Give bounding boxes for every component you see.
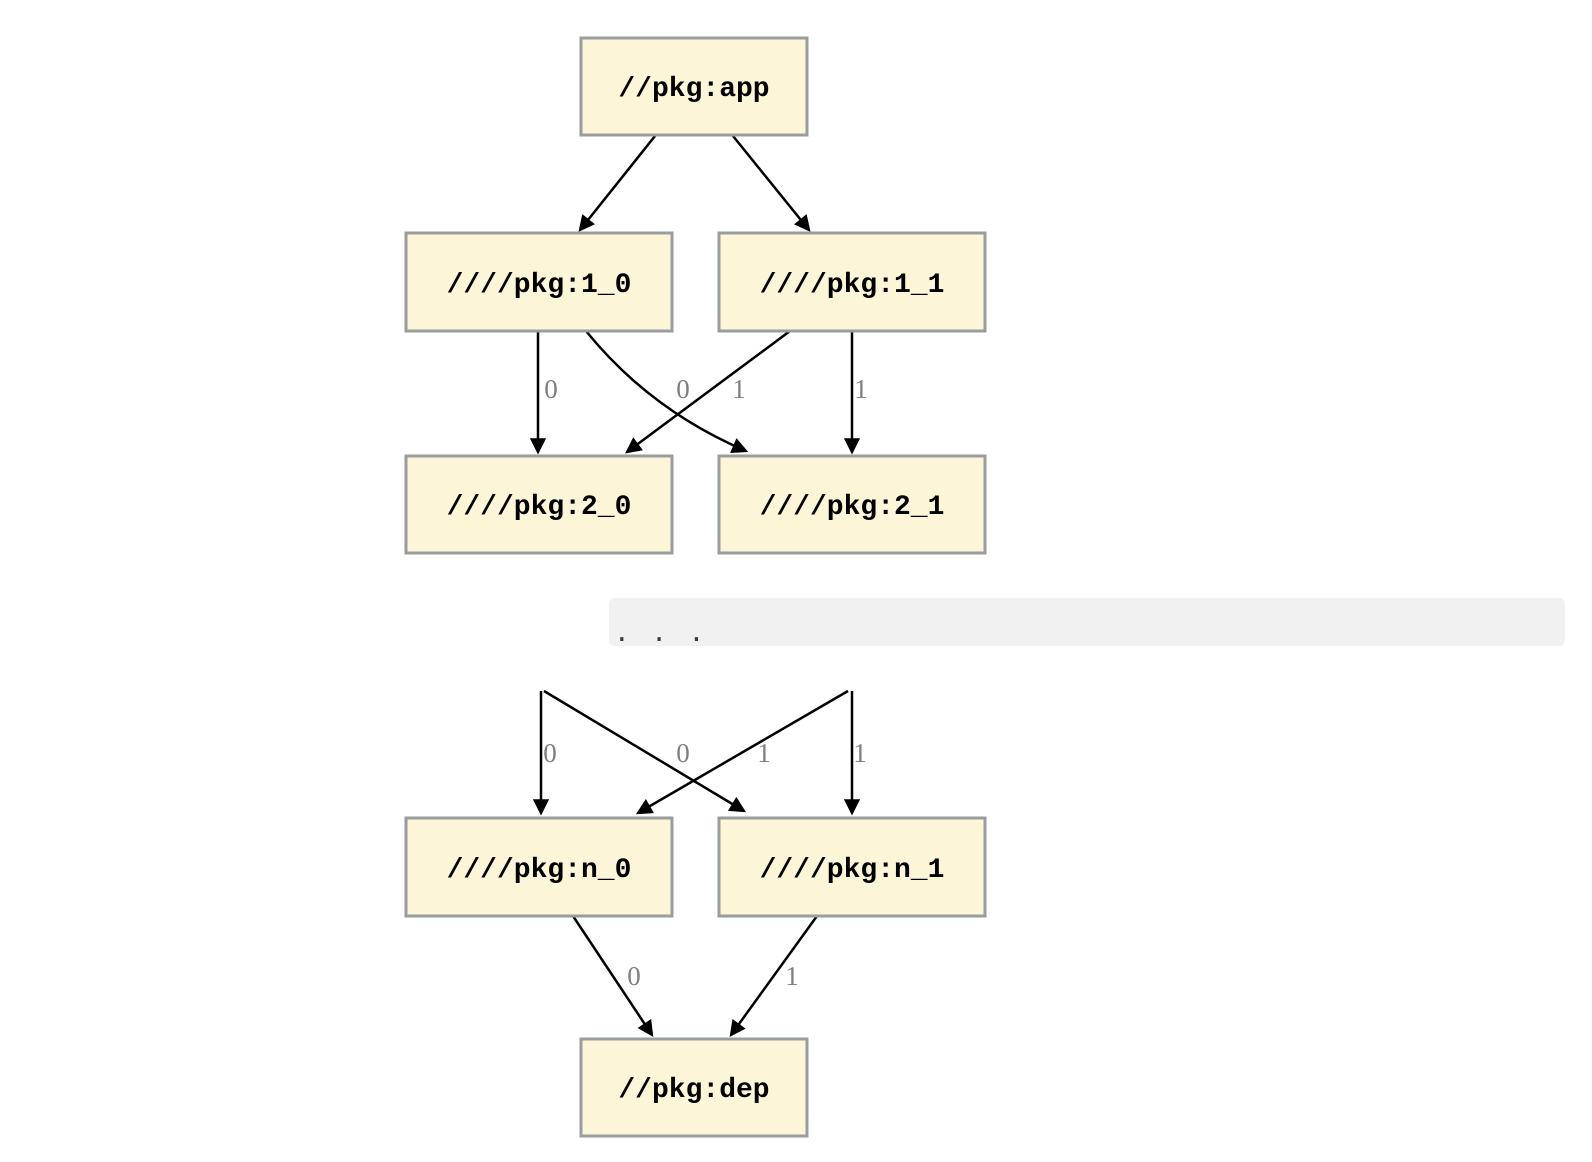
node-layer: //pkg:app ////pkg:1_0 ////pkg:1_1 ////pk… <box>404 36 987 1138</box>
edge-label: 0 <box>676 738 690 768</box>
node-label: ////pkg:1_1 <box>760 270 945 301</box>
edge-app-to-1_0 <box>578 135 656 232</box>
node-label: ////pkg:n_0 <box>447 855 632 886</box>
edge-n_1-to-dep <box>729 915 819 1037</box>
node-dep: //pkg:dep <box>579 1037 809 1138</box>
ellipsis-block: . . . <box>609 598 1565 648</box>
node-label: ////pkg:2_1 <box>760 492 945 523</box>
edge-app-to-1_1 <box>732 135 811 232</box>
node-label: //pkg:dep <box>618 1075 769 1106</box>
node-n_0: ////pkg:n_0 <box>404 816 674 918</box>
node-box <box>579 36 809 137</box>
node-label: ////pkg:2_0 <box>447 492 632 523</box>
node-1_1: ////pkg:1_1 <box>717 231 987 333</box>
edge-label: 1 <box>854 374 868 404</box>
edge-label: 1 <box>785 961 799 991</box>
node-box <box>579 1037 809 1138</box>
node-2_0: ////pkg:2_0 <box>404 454 674 555</box>
node-box <box>717 454 987 555</box>
node-box <box>404 816 674 918</box>
edge-1_1-to-2_0 <box>625 329 791 454</box>
edge-label: 0 <box>543 738 557 768</box>
edge-label-layer: 0 0 1 1 0 0 1 1 0 1 <box>543 374 868 991</box>
node-label: ////pkg:1_0 <box>447 270 632 301</box>
edge-label: 1 <box>757 738 771 768</box>
ellipsis-dots: . . . <box>614 618 707 648</box>
node-box <box>717 816 987 918</box>
edge-label: 0 <box>627 961 641 991</box>
edge-1_0-to-2_1 <box>585 330 749 454</box>
edge-label: 1 <box>732 374 746 404</box>
node-1_0: ////pkg:1_0 <box>404 231 674 333</box>
edge-n_0-to-dep <box>571 915 654 1038</box>
edge-layer <box>529 135 861 1038</box>
edge-label: 0 <box>676 374 690 404</box>
edge-hidden-right-to-n_0 <box>635 689 849 815</box>
edge-hidden-left-to-n_1 <box>543 689 747 813</box>
node-box <box>717 231 987 333</box>
node-2_1: ////pkg:2_1 <box>717 454 987 555</box>
node-label: ////pkg:n_1 <box>760 855 945 886</box>
node-app: //pkg:app <box>579 36 809 137</box>
edge-label: 1 <box>853 738 867 768</box>
node-box <box>404 454 674 555</box>
edge-label: 0 <box>544 374 558 404</box>
node-box <box>404 231 674 333</box>
node-n_1: ////pkg:n_1 <box>717 816 987 918</box>
node-label: //pkg:app <box>618 74 769 105</box>
ellipsis-background <box>609 598 1565 646</box>
